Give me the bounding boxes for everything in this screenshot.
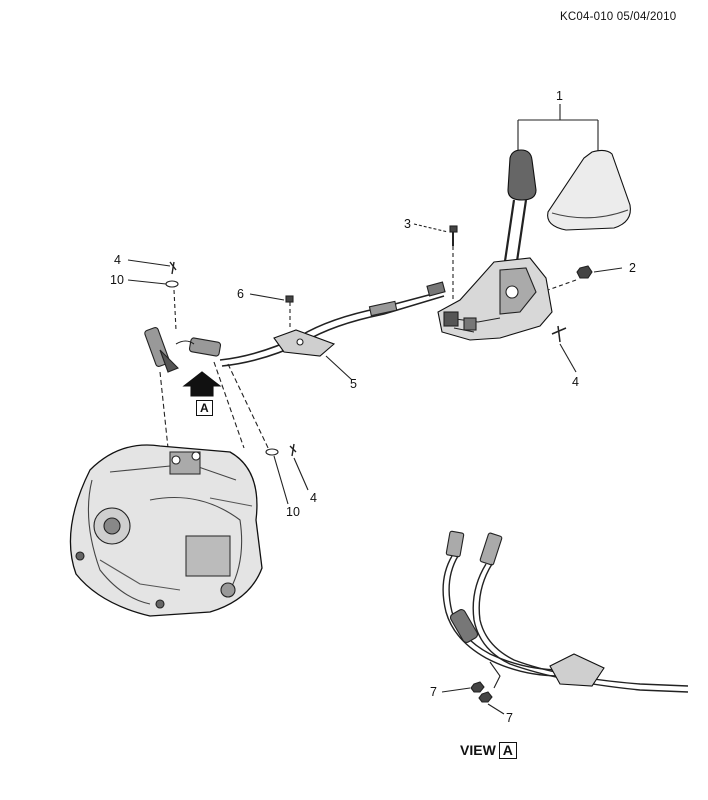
callout-4-right: 4 <box>572 375 579 389</box>
clip-4-left <box>169 261 177 275</box>
transmission <box>69 444 263 617</box>
callout-10-lower: 10 <box>286 505 300 519</box>
nut-2 <box>576 265 593 279</box>
shift-cable <box>219 281 446 367</box>
callout-2: 2 <box>629 261 636 275</box>
shift-knob <box>502 149 537 269</box>
arrow-marker-label: A <box>196 400 213 416</box>
callout-4-left: 4 <box>114 253 121 267</box>
view-arrow <box>182 371 222 397</box>
callout-4-lower: 4 <box>310 491 317 505</box>
callout-10-top: 10 <box>110 273 124 287</box>
bolt-3 <box>449 225 458 246</box>
washer-10-top <box>165 280 179 288</box>
clip-4-right <box>551 325 567 343</box>
clip-4-lower <box>289 443 297 457</box>
callout-5: 5 <box>350 377 357 391</box>
callout-7-left: 7 <box>430 685 437 699</box>
washer-10-lower <box>265 448 279 456</box>
view-label-letter: A <box>498 742 517 759</box>
callout-3: 3 <box>404 217 411 231</box>
callout-7-lower: 7 <box>506 711 513 725</box>
view-label-text: VIEW <box>460 742 496 758</box>
view-a-detail <box>442 530 689 693</box>
document-code: KC04-010 05/04/2010 <box>560 11 677 23</box>
shift-boot <box>547 149 631 231</box>
cable-end-left <box>144 327 179 373</box>
shifter-base <box>437 257 553 341</box>
callout-6: 6 <box>237 287 244 301</box>
nuts-7 <box>470 681 493 703</box>
callout-1: 1 <box>556 89 563 103</box>
cable-end-right <box>175 337 222 357</box>
nut-6 <box>285 295 294 303</box>
